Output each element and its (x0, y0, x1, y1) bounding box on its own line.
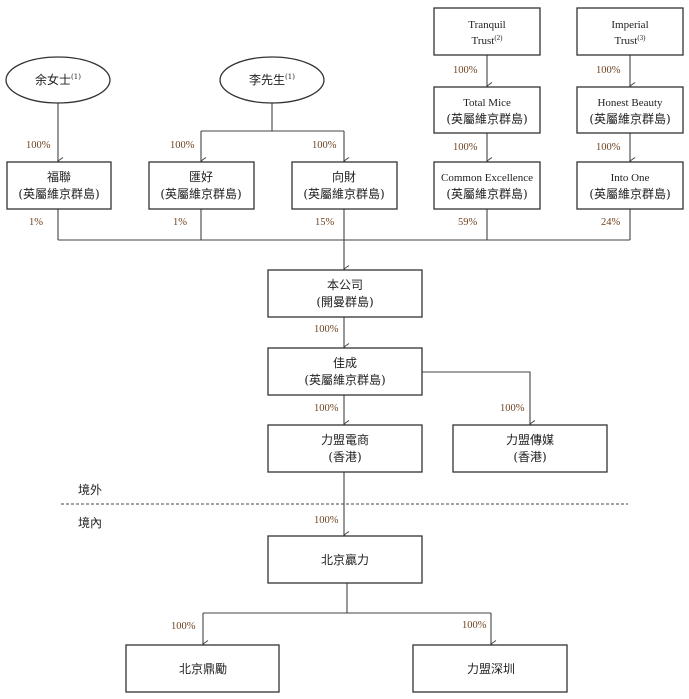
pct-label: 100% (596, 142, 621, 153)
entity-huihao: 匯好 (英屬維京群島) (148, 161, 255, 210)
svg-text:李先生(1): 李先生(1) (249, 72, 295, 87)
entity-fulian: 福聯 (英屬維京群島) (6, 161, 112, 210)
pct-label: 1% (29, 217, 43, 228)
svg-text:(英屬維京群島): (英屬維京群島) (589, 111, 670, 126)
pct-label: 100% (500, 403, 525, 414)
pct-label: 100% (26, 140, 51, 151)
svg-text:Tranquil: Tranquil (468, 19, 506, 31)
svg-text:力盟深圳: 力盟深圳 (467, 662, 515, 676)
entity-limeng-media: 力盟傳媒 (香港) (452, 424, 608, 473)
svg-text:(英屬維京群島): (英屬維京群島) (18, 186, 99, 201)
entity-xiangcai: 向財 (英屬維京群島) (291, 161, 398, 210)
entity-beijing-yingli: 北京贏力 (267, 535, 423, 584)
svg-text:(英屬維京群島): (英屬維京群島) (303, 186, 384, 201)
svg-text:Total Mice: Total Mice (463, 97, 511, 109)
svg-text:(英屬維京群島): (英屬維京群島) (446, 186, 527, 201)
svg-text:Trust(3): Trust(3) (614, 34, 646, 47)
svg-text:余女士(1): 余女士(1) (35, 72, 81, 87)
entity-jiacheng: 佳成 (英屬維京群島) (267, 347, 423, 396)
shareholder-tranquil-trust: Tranquil Trust(2) (433, 7, 541, 56)
pct-label: 100% (462, 620, 487, 631)
svg-text:Trust(2): Trust(2) (471, 34, 503, 47)
entity-into-one: Into One (英屬維京群島) (576, 161, 684, 210)
svg-text:(英屬維京群島): (英屬維京群島) (589, 186, 670, 201)
svg-text:(開曼群島): (開曼群島) (316, 294, 373, 309)
ownership-percentages: 100% 100% 100% 100% 100% 100% 100% 1% 1%… (26, 65, 621, 632)
svg-text:佳成: 佳成 (333, 356, 357, 370)
pct-label: 15% (315, 217, 335, 228)
svg-text:力盟傳媒: 力盟傳媒 (506, 433, 554, 447)
pct-label: 100% (312, 140, 337, 151)
svg-text:北京鼎勵: 北京鼎勵 (179, 661, 227, 676)
entity-limeng-ecommerce: 力盟電商 (香港) (267, 424, 423, 473)
pct-label: 100% (170, 140, 195, 151)
svg-text:力盟電商: 力盟電商 (321, 432, 369, 447)
pct-label: 24% (601, 217, 621, 228)
pct-label: 100% (596, 65, 621, 76)
svg-text:(香港): (香港) (513, 450, 546, 464)
entity-beijing-dingli: 北京鼎勵 (125, 644, 280, 693)
pct-label: 100% (314, 515, 339, 526)
svg-text:福聯: 福聯 (47, 169, 71, 184)
entity-company: 本公司 (開曼群島) (267, 269, 423, 318)
pct-label: 100% (453, 65, 478, 76)
entity-honest-beauty: Honest Beauty (英屬維京群島) (576, 86, 684, 134)
pct-label: 1% (173, 217, 187, 228)
pct-label: 100% (453, 142, 478, 153)
connectors (57, 55, 636, 648)
svg-text:Common Excellence: Common Excellence (441, 172, 533, 184)
svg-text:向財: 向財 (332, 169, 356, 184)
svg-text:(英屬維京群島): (英屬維京群島) (304, 372, 385, 387)
svg-text:Into One: Into One (611, 172, 650, 184)
svg-text:(英屬維京群島): (英屬維京群島) (160, 186, 241, 201)
svg-text:Honest Beauty: Honest Beauty (597, 97, 663, 109)
entity-total-mice: Total Mice (英屬維京群島) (433, 86, 541, 134)
zone-label-offshore: 境外 (78, 482, 102, 497)
entity-limeng-shenzhen: 力盟深圳 (412, 644, 568, 693)
entity-common-excellence: Common Excellence (英屬維京群島) (433, 161, 541, 210)
pct-label: 100% (314, 403, 339, 414)
shareholder-ms-yu: 余女士(1) (5, 56, 111, 104)
pct-label: 59% (458, 217, 478, 228)
svg-text:(英屬維京群島): (英屬維京群島) (446, 111, 527, 126)
svg-text:本公司: 本公司 (327, 278, 363, 292)
shareholder-mr-li: 李先生(1) (219, 56, 325, 104)
shareholder-imperial-trust: Imperial Trust(3) (576, 7, 684, 56)
svg-text:北京贏力: 北京贏力 (321, 552, 369, 567)
svg-text:(香港): (香港) (328, 450, 361, 464)
svg-text:匯好: 匯好 (189, 170, 213, 184)
pct-label: 100% (314, 324, 339, 335)
zone-label-onshore: 境內 (78, 515, 102, 530)
svg-text:Imperial: Imperial (611, 19, 648, 31)
pct-label: 100% (171, 621, 196, 632)
